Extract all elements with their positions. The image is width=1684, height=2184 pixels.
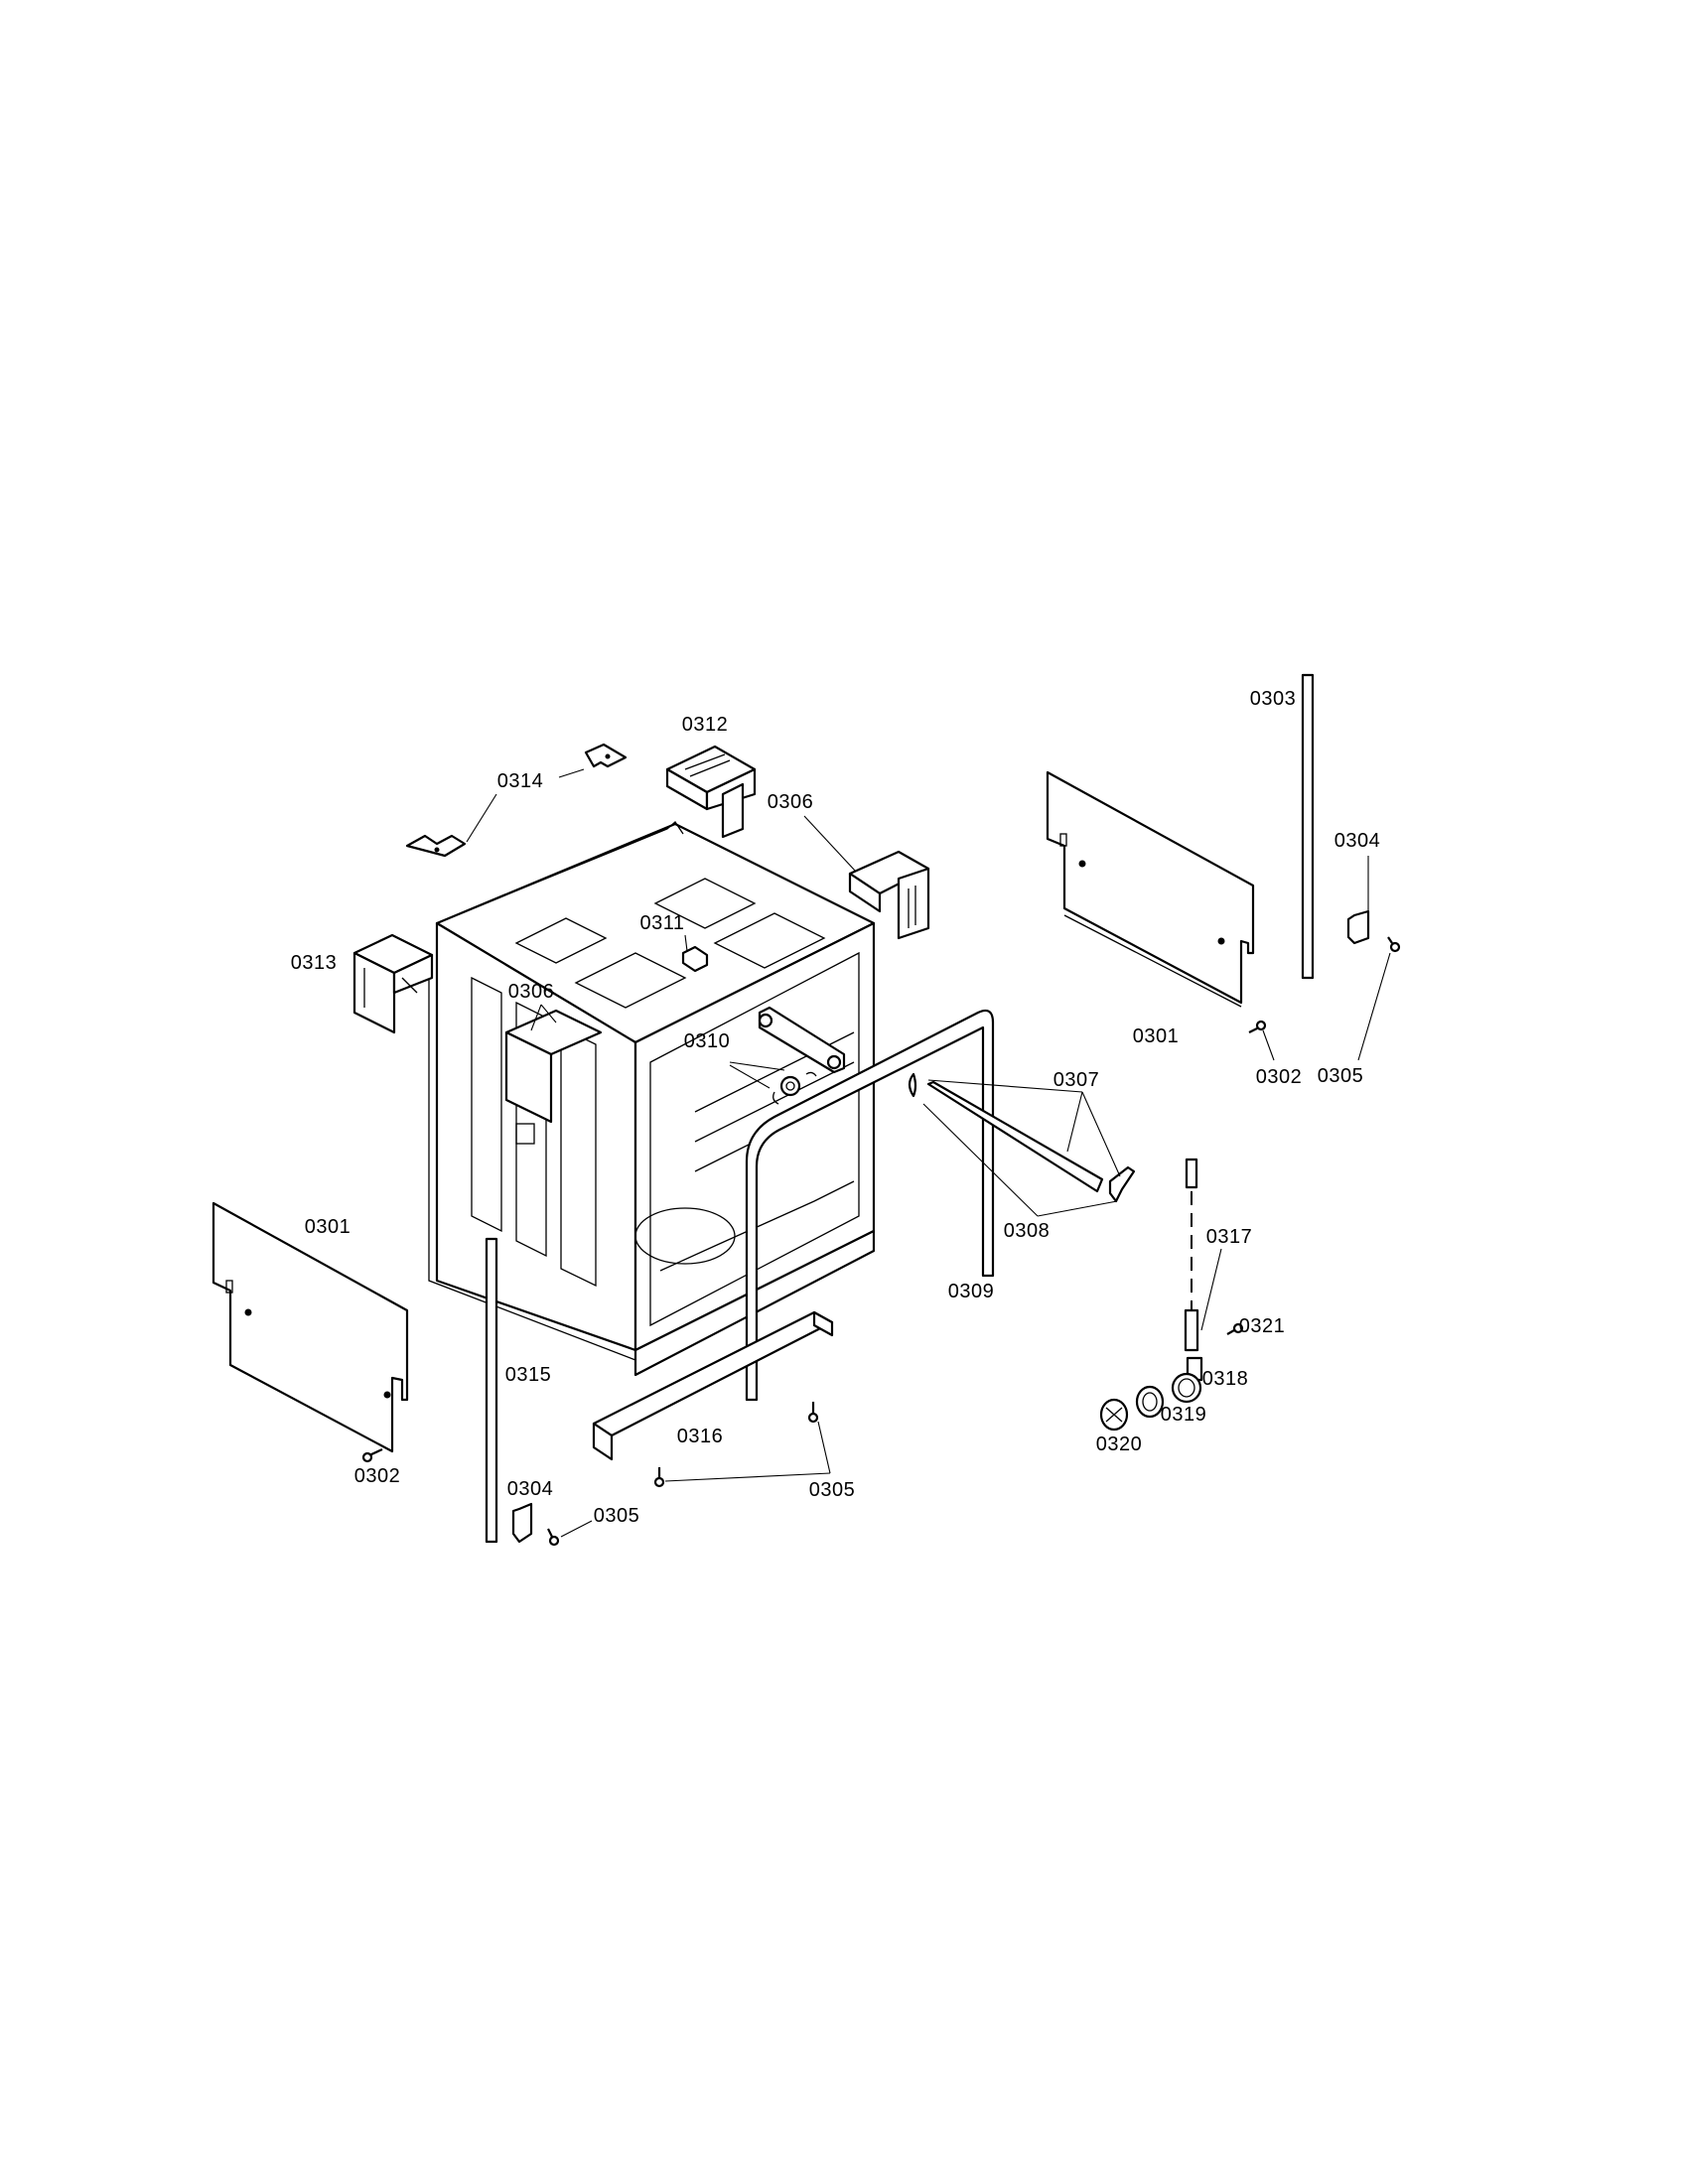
part-0306-bracket-top bbox=[848, 850, 930, 940]
leader-0310a bbox=[729, 1061, 785, 1071]
callout-label-0317: 0317 bbox=[1205, 1226, 1253, 1248]
callout-label-0305: 0305 bbox=[1317, 1065, 1364, 1087]
callout-label-0304: 0304 bbox=[506, 1478, 554, 1500]
callout-label-0315: 0315 bbox=[504, 1364, 552, 1386]
part-0304-clip-bottom bbox=[511, 1502, 533, 1544]
part-0306-bracket-side bbox=[504, 1009, 603, 1145]
leader-0307a bbox=[927, 1079, 1083, 1093]
part-0301-panel-left bbox=[211, 1201, 409, 1453]
part-0316-rail bbox=[592, 1310, 834, 1461]
leader-0305b2 bbox=[817, 1421, 831, 1474]
part-0311-clip bbox=[681, 945, 709, 973]
callout-label-0318: 0318 bbox=[1201, 1368, 1249, 1390]
callout-label-0301: 0301 bbox=[1132, 1025, 1180, 1047]
part-0313-bracket bbox=[352, 933, 434, 1034]
leader-0314b bbox=[466, 793, 497, 843]
part-0317-hose bbox=[1184, 1158, 1199, 1352]
leader-0306a bbox=[803, 815, 857, 873]
callout-label-0302: 0302 bbox=[1255, 1066, 1303, 1088]
leader-0305a bbox=[560, 1520, 593, 1538]
part-0310-roller bbox=[758, 1006, 846, 1105]
leader-0314a bbox=[558, 768, 585, 778]
callout-label-0320: 0320 bbox=[1095, 1433, 1143, 1455]
part-0315-strip bbox=[485, 1237, 498, 1544]
callout-label-0307: 0307 bbox=[1052, 1069, 1100, 1091]
callout-label-0302: 0302 bbox=[353, 1465, 401, 1487]
callout-label-0313: 0313 bbox=[290, 952, 338, 974]
leader-0308a bbox=[922, 1103, 1039, 1217]
leader-0306b2 bbox=[540, 1004, 557, 1024]
part-0321-screw bbox=[1226, 1322, 1244, 1335]
callout-label-0308: 0308 bbox=[1003, 1220, 1051, 1242]
leader-0302b bbox=[1262, 1029, 1275, 1061]
leader-0306b bbox=[530, 1004, 542, 1031]
callout-label-0306: 0306 bbox=[767, 791, 814, 813]
callout-label-0305: 0305 bbox=[593, 1505, 640, 1527]
part-0307-rail bbox=[908, 1072, 1136, 1203]
callout-label-0319: 0319 bbox=[1160, 1404, 1207, 1426]
callout-label-0316: 0316 bbox=[676, 1426, 724, 1447]
callout-label-0312: 0312 bbox=[681, 714, 729, 736]
part-0319-ring bbox=[1135, 1385, 1165, 1419]
part-0318-elbow bbox=[1171, 1356, 1203, 1404]
part-0302-screw-left bbox=[361, 1448, 383, 1463]
part-0305-screw-right bbox=[1387, 936, 1401, 953]
leader-0310b bbox=[729, 1064, 771, 1089]
callout-label-0311: 0311 bbox=[639, 912, 685, 934]
part-0314-plates bbox=[405, 743, 628, 858]
leader-0305c bbox=[1357, 952, 1391, 1061]
part-0304-clip-right bbox=[1346, 909, 1370, 945]
part-0302-screw-right bbox=[1248, 1020, 1267, 1033]
callout-label-0306: 0306 bbox=[507, 981, 555, 1003]
part-0303-strip bbox=[1301, 673, 1315, 980]
callout-label-0304: 0304 bbox=[1333, 830, 1381, 852]
callout-label-0310: 0310 bbox=[683, 1030, 731, 1052]
part-0305-screws-bottom bbox=[547, 1402, 819, 1547]
leader-0317 bbox=[1200, 1248, 1222, 1331]
leader-0307b bbox=[1066, 1091, 1083, 1153]
leader-0308b bbox=[1037, 1200, 1118, 1217]
leader-0311 bbox=[684, 934, 688, 952]
callout-label-0309: 0309 bbox=[947, 1281, 995, 1302]
part-0320-cap bbox=[1099, 1398, 1129, 1432]
callout-label-0314: 0314 bbox=[496, 770, 544, 792]
leader-0305b bbox=[664, 1472, 831, 1482]
callout-label-0305: 0305 bbox=[808, 1479, 856, 1501]
callout-label-0301: 0301 bbox=[304, 1216, 351, 1238]
callout-label-0321: 0321 bbox=[1238, 1315, 1286, 1337]
part-0309-seal bbox=[745, 1009, 995, 1402]
leader-0307c bbox=[1081, 1091, 1121, 1177]
part-0312-bracket bbox=[665, 745, 757, 839]
callout-label-0303: 0303 bbox=[1249, 688, 1297, 710]
part-0301-panel-right bbox=[1046, 770, 1255, 1008]
